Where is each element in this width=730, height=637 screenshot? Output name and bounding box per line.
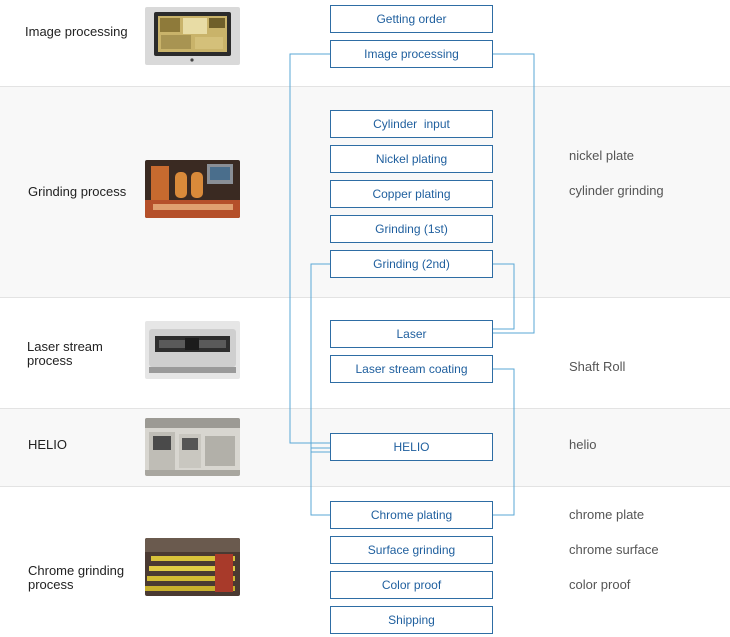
stage-label-laser-stream-process: Laser stream process [27,339,103,368]
step-grinding-1st: Grinding (1st) [330,215,493,243]
step-cylinder-input: Cylinder input [330,110,493,138]
connector-grinding-2nd-to-chrome-plating [310,263,330,516]
note-chrome-plate: chrome plate [569,507,645,522]
connector-grinding-2nd-to-laser [493,263,515,330]
band-laser-stream-process [0,297,730,408]
step-laser: Laser [330,320,493,348]
chrome-plating-line-image [145,538,240,596]
grinding-machine-image [145,160,240,218]
monitor-screen-image [145,7,240,65]
connector-image-processing-to-laser [493,53,535,334]
step-nickel-plating: Nickel plating [330,145,493,173]
band-chrome-grinding-process [0,486,730,637]
step-chrome-plating: Chrome plating [330,501,493,529]
stage-label-helio: HELIO [28,437,68,452]
note-shaft-roll: Shaft Roll [569,359,626,374]
note-cylinder-grinding: cylinder grinding [569,183,664,198]
stage-label-chrome-grinding-process: Chrome grinding process [28,563,125,592]
note-chrome-surface: chrome surface [569,542,659,557]
step-copper-plating: Copper plating [330,180,493,208]
step-grinding-2nd: Grinding (2nd) [330,250,493,278]
helio-machines-image [145,418,240,476]
step-getting-order: Getting order [330,5,493,33]
step-image-processing: Image processing [330,40,493,68]
stage-label-image-processing: Image processing [25,24,128,39]
step-color-proof: Color proof [330,571,493,599]
step-laser-stream-coating: Laser stream coating [330,355,493,383]
note-color-proof: color proof [569,577,631,592]
connector-image-processing-to-helio [289,53,330,444]
step-shipping: Shipping [330,606,493,634]
note-nickel-plate: nickel plate [569,148,635,163]
note-helio: helio [569,437,597,452]
connector-laser-coating-to-chrome-plating [493,368,515,516]
step-surface-grinding: Surface grinding [330,536,493,564]
laser-engraver-image [145,321,240,379]
step-helio: HELIO [330,433,493,461]
stage-label-grinding-process: Grinding process [28,184,127,199]
